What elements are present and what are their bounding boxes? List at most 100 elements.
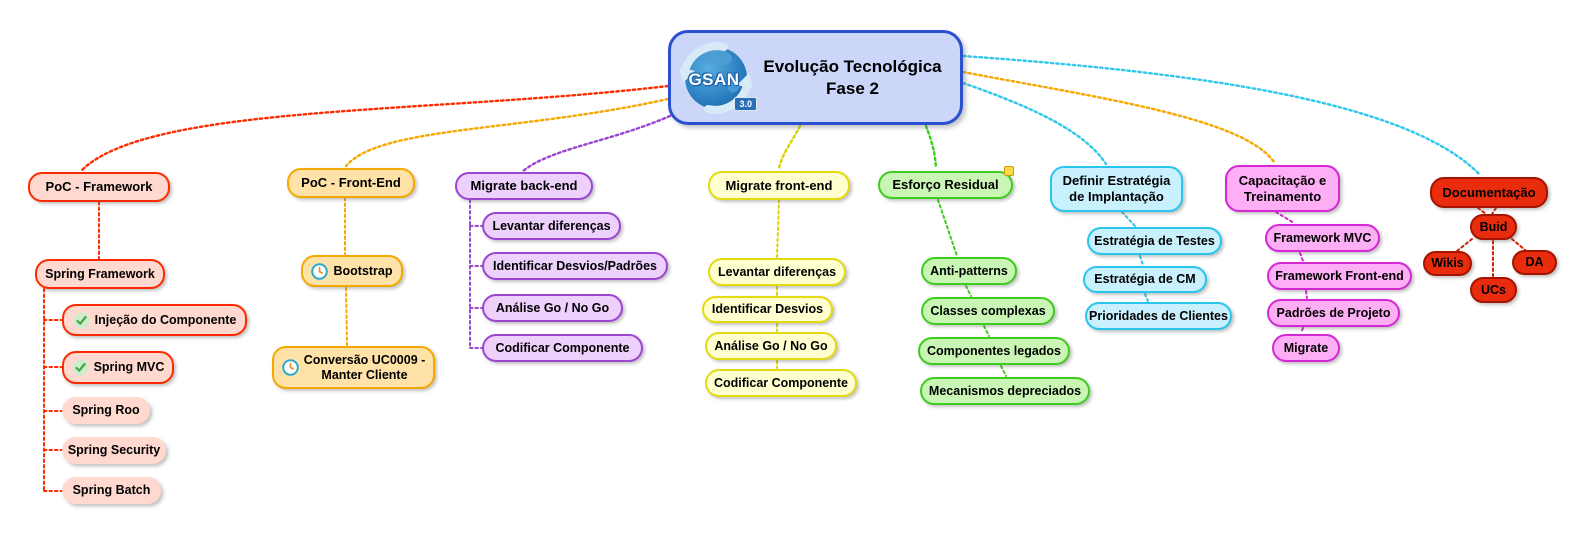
central-topic-title: Evolução Tecnológica Fase 2 xyxy=(763,57,942,98)
node-estrategia-de-cm[interactable]: Estratégia de CM xyxy=(1083,266,1207,293)
capacitacao-connector-line xyxy=(1299,252,1304,262)
node-migrate-back-end[interactable]: Migrate back-end xyxy=(455,172,593,200)
definir-estrategia-connector-line xyxy=(1121,211,1136,227)
node-poc-framework[interactable]: PoC - Framework xyxy=(28,172,170,202)
node-label: Framework MVC xyxy=(1273,230,1372,245)
node-label: Prioridades de Clientes xyxy=(1089,308,1228,323)
node-anti-patterns[interactable]: Anti-patterns xyxy=(921,257,1017,285)
node-estrategia-de-testes[interactable]: Estratégia de Testes xyxy=(1087,227,1222,255)
node-poc-front-end[interactable]: PoC - Front-End xyxy=(287,168,415,198)
node-label: Capacitação e Treinamento xyxy=(1238,172,1327,204)
node-definir-estrategia-de-implantacao[interactable]: Definir Estratégia de Implantação xyxy=(1050,166,1183,212)
node-migrate-front-end[interactable]: Migrate front-end xyxy=(708,171,850,200)
node-label: Spring Roo xyxy=(72,403,140,417)
clock-icon xyxy=(311,262,329,280)
node-label: Spring Framework xyxy=(45,266,155,281)
node-framework-front-end[interactable]: Framework Front-end xyxy=(1267,262,1412,290)
node-label: Anti-patterns xyxy=(930,263,1008,278)
node-label: Análise Go / No Go xyxy=(495,300,610,315)
node-label: Definir Estratégia de Implantação xyxy=(1062,173,1171,204)
node-identificar-desvios-front-end[interactable]: Identificar Desvios xyxy=(702,296,833,323)
node-label: Spring Batch xyxy=(72,483,151,497)
link-center-to-migrate-back-end xyxy=(521,114,672,173)
esforco-residual-connector-line xyxy=(937,199,958,257)
node-esforco-residual[interactable]: Esforço Residual xyxy=(878,166,1014,199)
node-label: DA xyxy=(1525,255,1544,269)
node-da[interactable]: DA xyxy=(1512,250,1557,275)
gsan-version-badge: 3.0 xyxy=(734,96,757,111)
node-capacitacao-e-treinamento[interactable]: Capacitação e Treinamento xyxy=(1225,165,1340,212)
capacitacao-connector-line xyxy=(1275,211,1295,224)
migrate-front-end-connector-line xyxy=(776,199,780,258)
node-label: Codificar Componente xyxy=(495,340,630,355)
link-center-to-capacitacao xyxy=(961,70,1276,164)
check-icon xyxy=(72,359,89,376)
clock-icon xyxy=(281,359,299,376)
node-label: Componentes legados xyxy=(926,343,1062,358)
node-label: Buid xyxy=(1479,219,1508,234)
link-center-to-poc-front-end xyxy=(344,97,670,168)
capacitacao-connector-line xyxy=(1305,290,1308,299)
node-spring-roo[interactable]: Spring Roo xyxy=(62,397,150,424)
note-marker-icon[interactable] xyxy=(1004,166,1014,176)
node-mecanismos-depreciados[interactable]: Mecanismos depreciados xyxy=(920,377,1090,405)
node-label: Migrate front-end xyxy=(725,177,833,193)
link-center-to-documentacao xyxy=(961,54,1482,177)
node-framework-mvc[interactable]: Framework MVC xyxy=(1265,224,1380,252)
documentacao-connector-line xyxy=(1491,207,1497,215)
node-ucs[interactable]: UCs xyxy=(1470,277,1517,303)
node-codificar-componente-back-end[interactable]: Codificar Componente xyxy=(482,334,643,362)
node-label: Spring Security xyxy=(67,443,161,457)
node-label: UCs xyxy=(1480,282,1506,297)
node-analise-go-no-go-back-end[interactable]: Análise Go / No Go xyxy=(482,294,623,322)
node-label: Levantar diferenças xyxy=(717,264,837,279)
node-codificar-componente-front-end[interactable]: Codificar Componente xyxy=(705,369,857,397)
node-migrate[interactable]: Migrate xyxy=(1272,334,1340,362)
node-buid[interactable]: Buid xyxy=(1470,214,1517,240)
node-spring-framework[interactable]: Spring Framework xyxy=(35,259,165,289)
node-documentacao[interactable]: Documentação xyxy=(1430,177,1548,208)
node-prioridades-de-clientes[interactable]: Prioridades de Clientes xyxy=(1085,302,1232,330)
node-label: PoC - Front-End xyxy=(301,175,401,191)
node-spring-batch[interactable]: Spring Batch xyxy=(62,477,161,504)
node-label: Identificar Desvios/Padrões xyxy=(493,258,657,273)
documentacao-connector-line xyxy=(1511,238,1526,251)
node-label: Codificar Componente xyxy=(713,375,849,390)
esforco-residual-connector-line xyxy=(1000,365,1007,377)
node-label: Padrões de Projeto xyxy=(1276,305,1391,320)
node-label: Conversão UC0009 - Manter Cliente xyxy=(303,352,426,382)
node-label: PoC - Framework xyxy=(45,179,153,195)
capacitacao-connector-line xyxy=(1300,327,1304,334)
node-spring-mvc[interactable]: Spring MVC xyxy=(62,351,174,384)
node-conversao-uc0009-manter-cliente[interactable]: Conversão UC0009 - Manter Cliente xyxy=(272,346,435,389)
esforco-residual-connector-line xyxy=(965,285,972,297)
link-center-to-definir-estrategia xyxy=(961,81,1108,166)
documentacao-connector-line xyxy=(1477,207,1487,215)
node-label: Documentação xyxy=(1442,184,1536,200)
central-topic[interactable]: GSAN 3.0 Evolução Tecnológica Fase 2 xyxy=(668,30,963,125)
node-injecao-do-componente[interactable]: Injeção do Componente xyxy=(62,304,247,336)
node-levantar-diferencas-front-end[interactable]: Levantar diferenças xyxy=(708,258,846,286)
gsan-logo-text: GSAN xyxy=(688,69,740,89)
node-label: Injeção do Componente xyxy=(94,312,237,327)
node-classes-complexas[interactable]: Classes complexas xyxy=(921,297,1055,325)
node-label: Identificar Desvios xyxy=(711,302,824,316)
node-spring-security[interactable]: Spring Security xyxy=(62,437,166,464)
node-label: Levantar diferenças xyxy=(492,218,611,233)
node-label: Classes complexas xyxy=(930,303,1046,318)
node-bootstrap[interactable]: Bootstrap xyxy=(301,255,403,287)
node-label: Migrate back-end xyxy=(470,178,578,194)
check-icon xyxy=(73,312,90,329)
link-center-to-esforco-residual xyxy=(924,124,938,170)
node-wikis[interactable]: Wikis xyxy=(1423,251,1472,276)
node-identificar-desvios-padroes[interactable]: Identificar Desvios/Padrões xyxy=(482,252,668,280)
node-label: Wikis xyxy=(1431,256,1464,270)
node-label: Esforço Residual xyxy=(892,177,999,193)
node-padroes-de-projeto[interactable]: Padrões de Projeto xyxy=(1267,299,1400,327)
node-analise-go-no-go-front-end[interactable]: Análise Go / No Go xyxy=(705,332,837,360)
node-componentes-legados[interactable]: Componentes legados xyxy=(918,337,1070,365)
poc-front-end-connector-line xyxy=(345,287,348,346)
node-levantar-diferencas-back-end[interactable]: Levantar diferenças xyxy=(482,212,621,240)
